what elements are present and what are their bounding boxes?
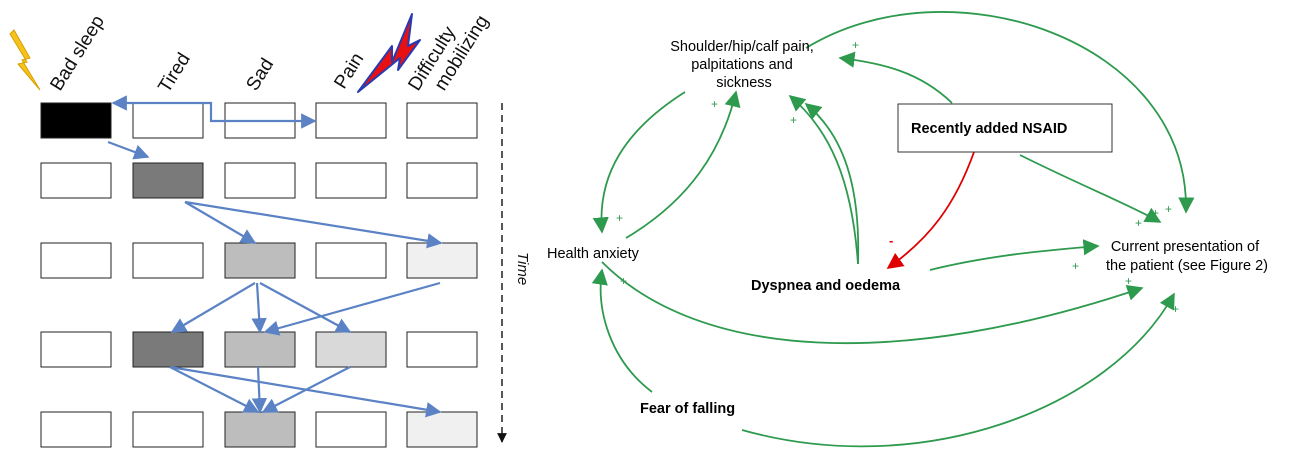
grid-cell — [40, 102, 112, 139]
grid-cell — [224, 162, 296, 199]
node-nsaid: Recently added NSAID — [911, 121, 1067, 137]
link-anxiety-to-pain — [625, 90, 741, 239]
arrow-sad-to-sad-r4 — [251, 282, 267, 334]
sign-plus: + — [1165, 202, 1172, 216]
sign-minus: - — [889, 233, 893, 248]
arrow-mobilizing-to-sad-r4 — [263, 281, 441, 336]
grid-cell — [406, 242, 478, 279]
link-falling-to-anxiety — [591, 268, 653, 393]
sign-plus: + — [1172, 302, 1179, 316]
grid-cell — [315, 411, 387, 448]
column-header-sad: Sad — [242, 55, 278, 95]
arrow-sad-to-sad-r5 — [251, 366, 268, 414]
grid-cell — [40, 331, 112, 368]
transition-arrows — [107, 95, 443, 418]
grid-cell — [406, 102, 478, 139]
sign-plus: + — [1072, 259, 1079, 273]
left-panel: Bad sleep Tired Sad Pain Difficulty mobi… — [9, 0, 531, 448]
sign-plus: + — [711, 97, 718, 111]
grid-cell — [40, 242, 112, 279]
arrow-badsleep-to-tired — [107, 140, 150, 160]
right-panel: + + + + + + + + + + + - Shoulder/hip/cal… — [547, 11, 1268, 448]
link-pain-to-anxiety — [592, 91, 686, 234]
node-fear-of-falling: Fear of falling — [640, 401, 735, 417]
link-falling-to-presentation — [741, 292, 1175, 448]
node-dyspnea: Dyspnea and oedema — [751, 278, 901, 294]
grid-cell — [315, 162, 387, 199]
grid-cell — [406, 411, 478, 448]
link-dyspnea-to-pain-left — [788, 94, 859, 265]
sign-plus: + — [616, 211, 623, 225]
node-health-anxiety: Health anxiety — [547, 246, 640, 262]
node-current-presentation: Current presentation of the patient (see… — [1106, 239, 1268, 274]
grid-cell — [224, 242, 296, 279]
grid-cell — [315, 331, 387, 368]
column-header-difficulty-mobilizing: Difficulty mobilizing — [404, 0, 493, 106]
column-header-tired: Tired — [154, 49, 194, 96]
lightning-bolt-red-icon — [357, 13, 421, 93]
sign-plus: + — [620, 274, 627, 288]
grid-cell — [406, 162, 478, 199]
lightning-bolt-yellow-icon — [9, 29, 41, 91]
arrow-badsleep-to-pain — [111, 95, 317, 129]
link-pain-to-presentation — [805, 11, 1195, 214]
grid-cell — [40, 162, 112, 199]
column-header-bad-sleep: Bad sleep — [46, 12, 109, 95]
node-nsaid-box — [897, 103, 1113, 153]
link-nsaid-to-presentation — [1019, 154, 1162, 223]
sign-plus: + — [1152, 206, 1159, 220]
arrow-sad-to-tired-r4 — [170, 282, 256, 333]
sign-plus: + — [1125, 274, 1132, 288]
grid-cell — [132, 242, 204, 279]
grid-cell — [132, 162, 204, 199]
link-nsaid-to-dyspnea — [886, 151, 975, 269]
sign-plus: + — [1135, 216, 1142, 230]
arrow-sad-to-pain-r4 — [259, 282, 352, 333]
arrow-tired-to-mobilizing-r5 — [169, 365, 442, 418]
grid-cell — [315, 102, 387, 139]
grid-cell — [315, 242, 387, 279]
node-pain: Shoulder/hip/calf pain, palpitations and… — [670, 39, 818, 91]
link-dyspnea-to-pain-right — [804, 102, 860, 265]
link-anxiety-to-presentation — [601, 261, 1144, 345]
grid-cell — [224, 331, 296, 368]
arrow-tired-to-sad-r5 — [169, 366, 260, 413]
arrow-tired-to-sad — [184, 201, 257, 244]
time-label: Time — [514, 252, 531, 285]
sign-plus: + — [790, 113, 797, 127]
link-dyspnea-to-presentation — [929, 239, 1100, 271]
link-nsaid-to-pain — [838, 51, 953, 104]
grid-cell — [132, 331, 204, 368]
grid-cell — [132, 102, 204, 139]
grid-cell — [132, 411, 204, 448]
grid-cell — [406, 331, 478, 368]
grid-cell — [224, 411, 296, 448]
sign-plus: + — [852, 38, 859, 52]
grid-cell — [40, 411, 112, 448]
arrow-tired-to-mobilizing — [184, 200, 443, 249]
